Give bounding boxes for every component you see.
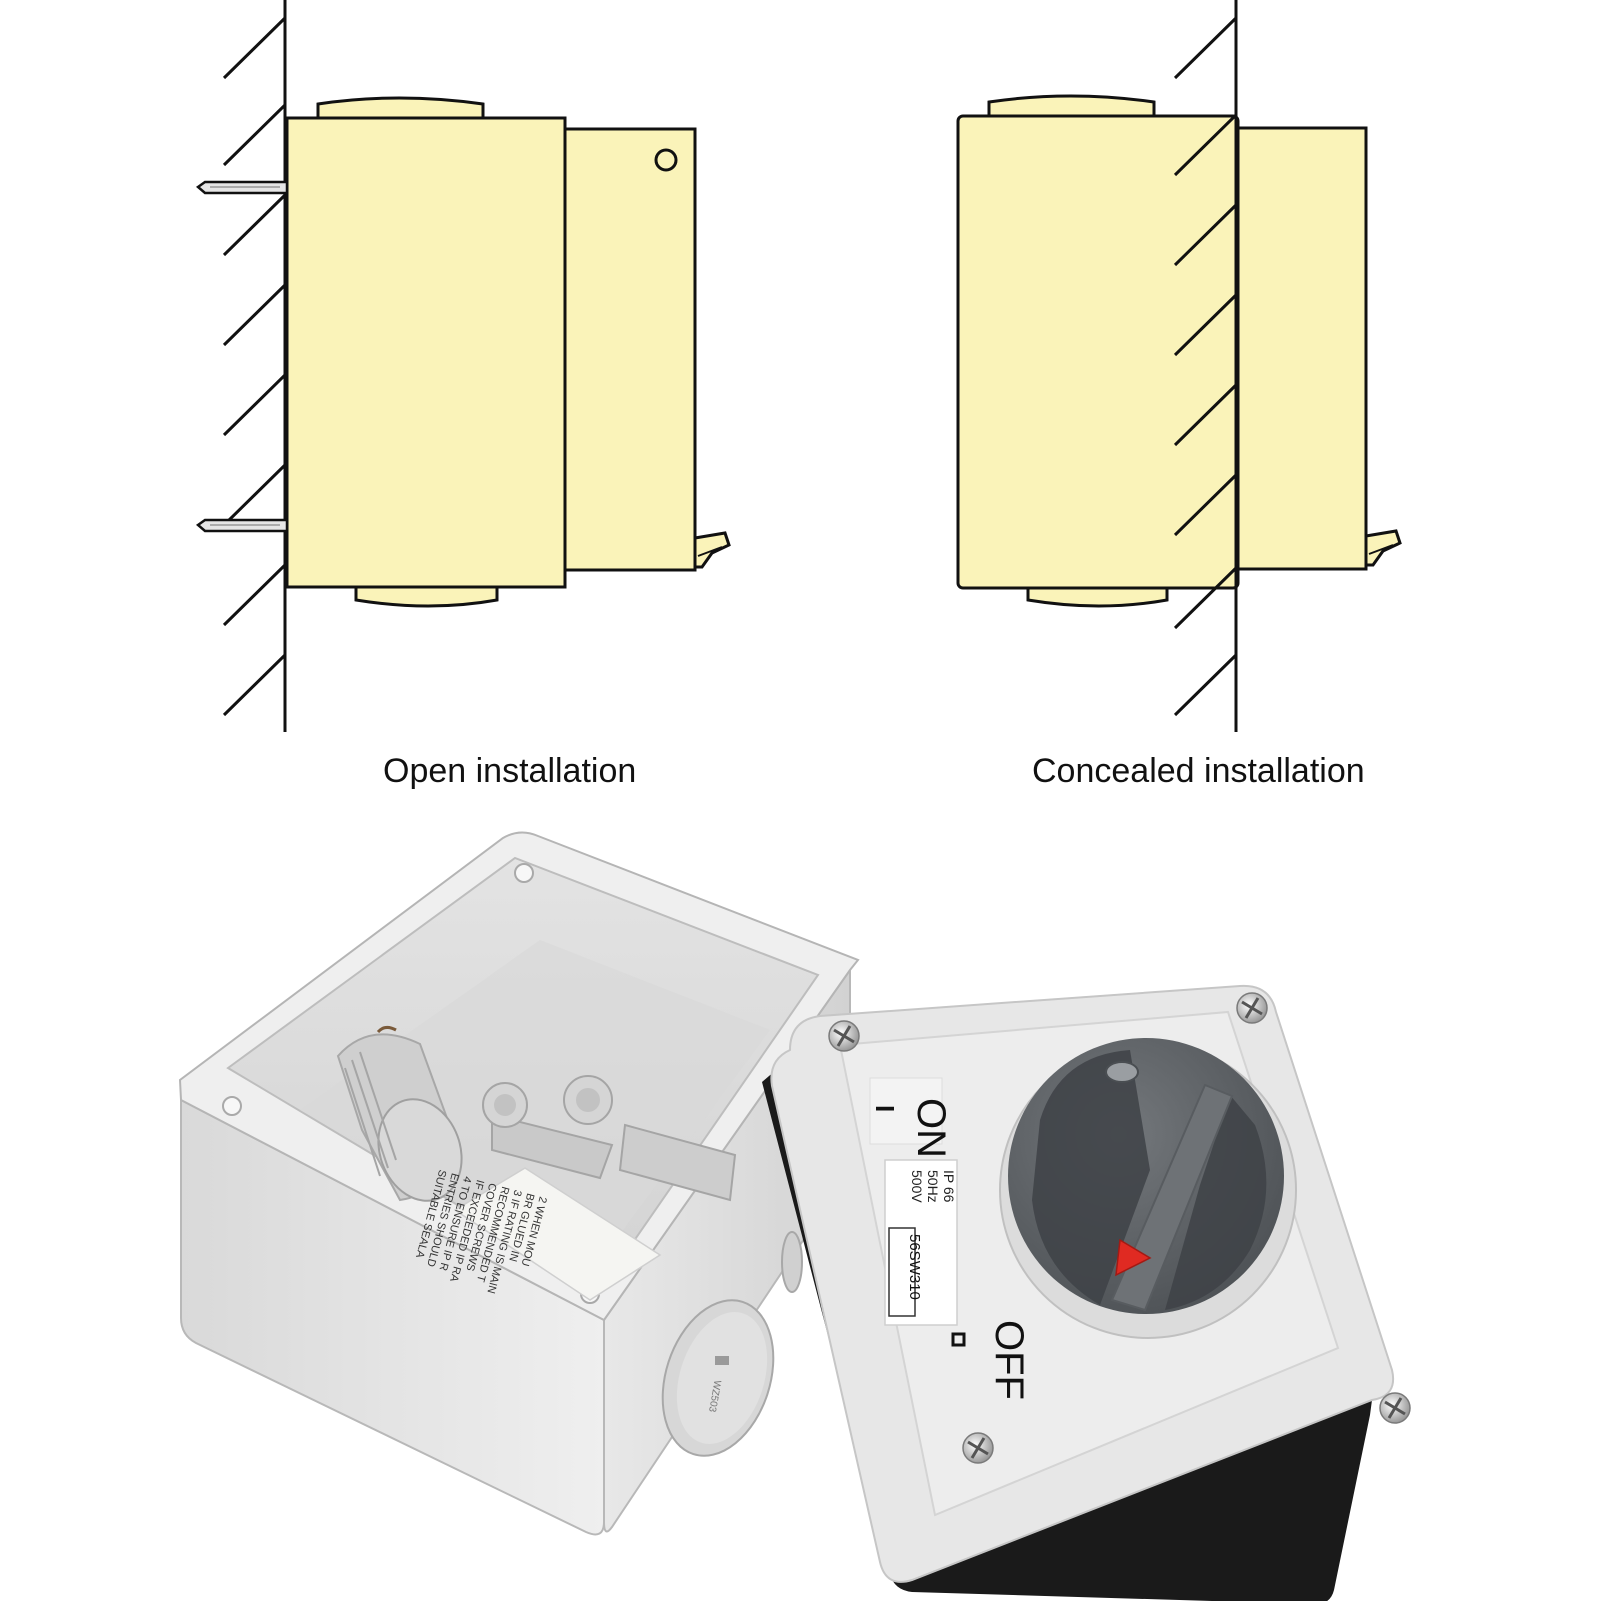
rating-label: IP 66 50Hz 500V 56SW310 <box>884 1159 958 1326</box>
lid-screw-bottom-right <box>1379 1392 1411 1424</box>
wall-hatching <box>222 16 287 717</box>
rating-line: 500V <box>909 1170 925 1203</box>
mounting-nail-top <box>195 180 289 195</box>
rating-line: IP 66 <box>941 1170 957 1203</box>
enclosure-base-box: 2 WHEN MOU BR GLUED IN 3 IF RATING IS MA… <box>178 831 860 1536</box>
switch-lid: ON I IP 66 50Hz 500V 56SW310 OFF <box>762 984 1411 1605</box>
rotary-switch-knob[interactable] <box>999 1038 1297 1339</box>
lever-line <box>1368 544 1394 555</box>
enclosure-body <box>285 116 567 589</box>
off-position-marker: OFF <box>951 1320 1031 1400</box>
wall-hatching <box>1173 16 1238 717</box>
knob-lock-hole <box>1105 1061 1139 1083</box>
enclosure-body <box>956 114 1240 590</box>
concealed-installation-diagram <box>956 0 1402 732</box>
concealed-installation-caption: Concealed installation <box>1032 752 1365 790</box>
knob-pointer-indicator <box>1115 1238 1152 1277</box>
model-number: 56SW310 <box>906 1234 923 1300</box>
off-symbol <box>951 1332 966 1347</box>
lever-line <box>697 546 723 557</box>
on-symbol: I <box>870 1105 900 1112</box>
corner-hole <box>222 1096 242 1116</box>
din-rail <box>618 1123 737 1202</box>
enclosure-bottom-cap <box>354 585 499 608</box>
knob-recess-right <box>1165 1095 1267 1310</box>
enclosure-lid <box>563 127 697 572</box>
corner-hole <box>514 863 534 883</box>
lid-screw-circle <box>654 148 678 172</box>
lid-screw-bottom-left <box>962 1432 994 1464</box>
enclosure-top-cap <box>316 96 485 120</box>
lid-screw-top-right <box>1236 992 1268 1024</box>
knockout-plug: WZ503 <box>661 1299 775 1457</box>
box-interior-floor <box>300 940 770 1275</box>
on-position-marker: ON I <box>869 1077 953 1158</box>
threaded-gland <box>336 1025 463 1202</box>
on-label: ON <box>909 1098 953 1158</box>
open-installation-diagram <box>195 0 731 732</box>
open-installation-caption: Open installation <box>383 752 637 790</box>
rating-line: 50Hz <box>925 1170 941 1203</box>
enclosure-lid <box>1236 126 1368 571</box>
side-gland <box>781 1231 803 1293</box>
interior-boss <box>482 1075 614 1180</box>
enclosure-bottom-cap <box>1026 586 1169 608</box>
mounting-nail-bottom <box>195 518 289 533</box>
instruction-label: 2 WHEN MOU BR GLUED IN 3 IF RATING IS MA… <box>413 1167 662 1301</box>
lid-screw-top-left <box>828 1020 860 1052</box>
off-label: OFF <box>987 1320 1031 1400</box>
enclosure-top-cap <box>987 94 1156 118</box>
